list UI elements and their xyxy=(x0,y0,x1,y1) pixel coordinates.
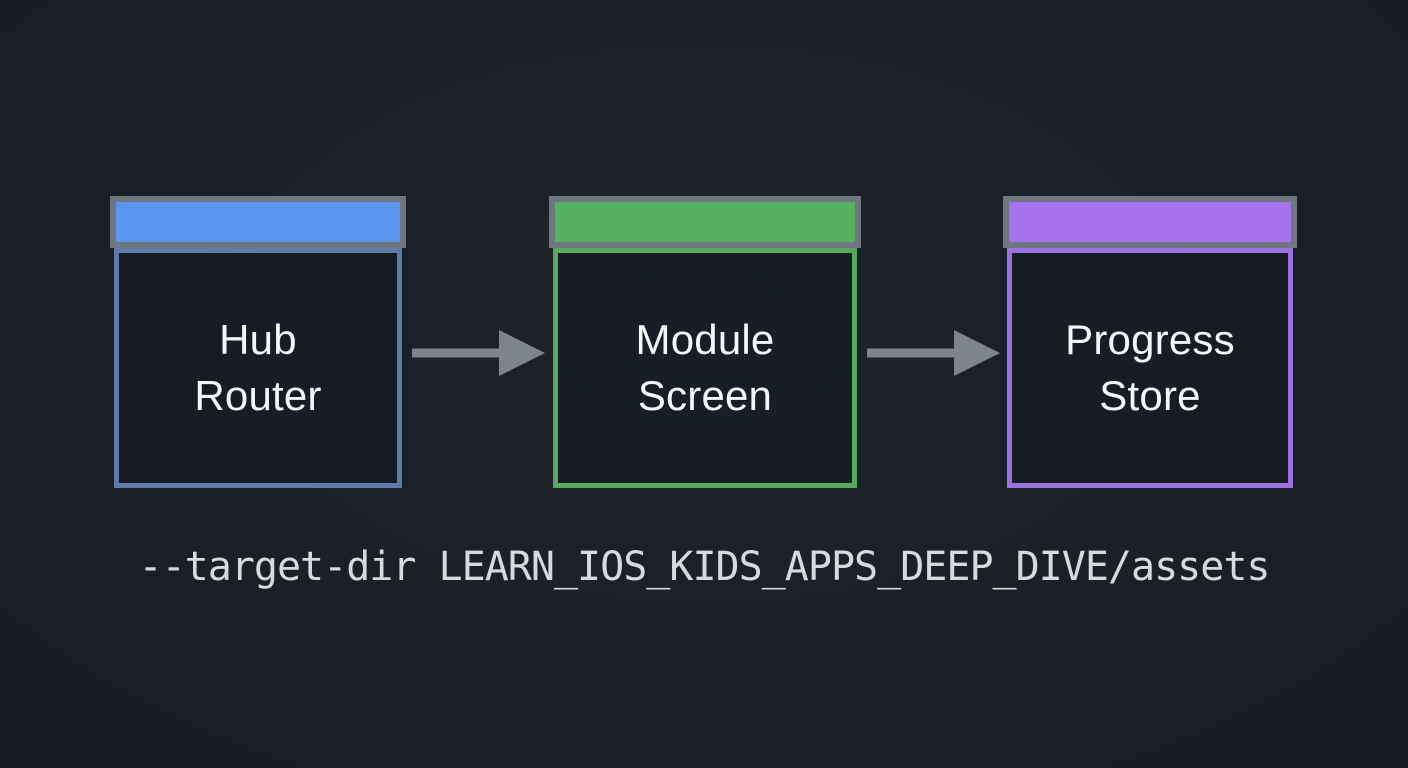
flow-arrow-1 xyxy=(412,330,545,376)
node-progress-store-body: Progress Store xyxy=(1007,248,1293,488)
node-progress-store-label: Progress Store xyxy=(1065,316,1235,419)
node-module-screen-titlebar xyxy=(549,196,861,248)
node-module-screen-label: Module Screen xyxy=(635,316,775,419)
node-hub-router-label: Hub Router xyxy=(194,316,322,419)
node-module-screen: Module Screen xyxy=(549,196,861,488)
node-hub-router-titlebar xyxy=(110,196,406,248)
node-progress-store: Progress Store xyxy=(1003,196,1297,488)
flow-arrow-2 xyxy=(867,330,1000,376)
node-progress-store-titlebar xyxy=(1003,196,1297,248)
command-text: --target-dir LEARN_IOS_KIDS_APPS_DEEP_DI… xyxy=(138,544,1270,590)
node-module-screen-body: Module Screen xyxy=(553,248,857,488)
node-hub-router-body: Hub Router xyxy=(114,248,402,488)
node-hub-router: Hub Router xyxy=(110,196,406,488)
